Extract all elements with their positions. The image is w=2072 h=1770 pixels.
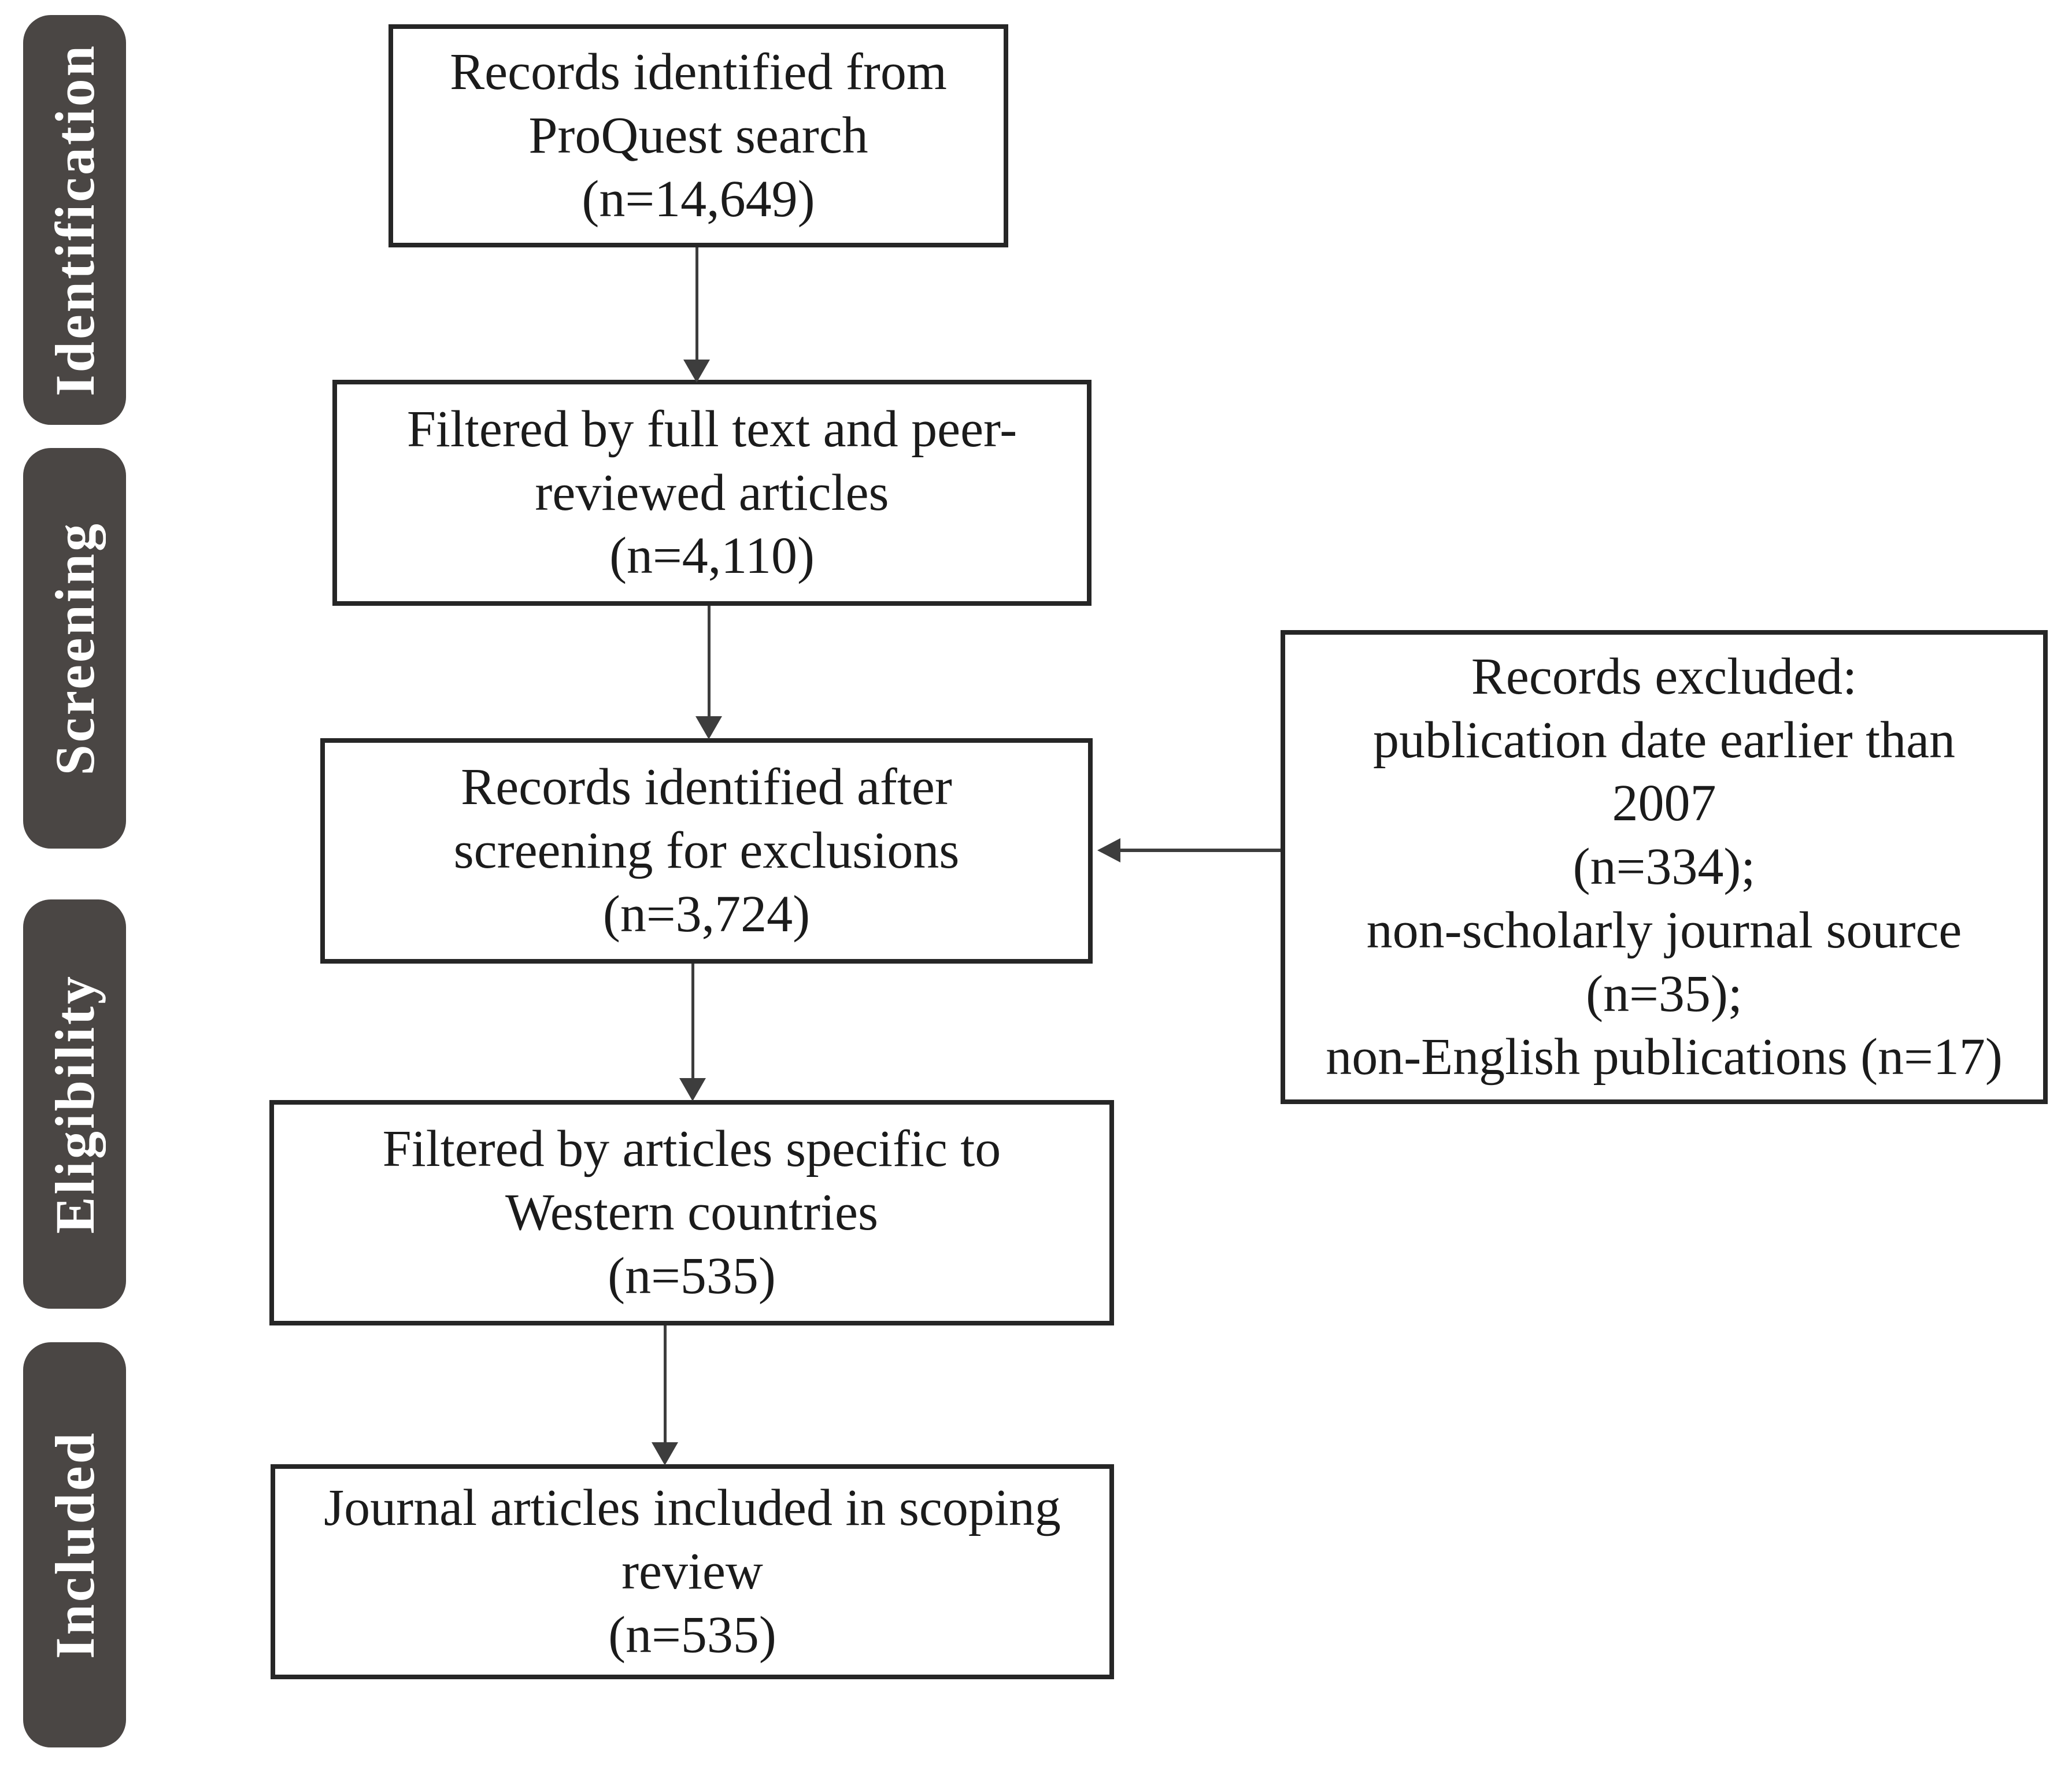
flow-box-records-identified: Records identified from ProQuest search … xyxy=(388,24,1008,247)
stage-label-text: Eligibility xyxy=(43,974,106,1234)
stage-label-text: Screening xyxy=(43,521,106,776)
arrow-stem xyxy=(664,1325,667,1443)
text-line: Records identified from xyxy=(450,43,947,101)
flow-box-western-countries: Filtered by articles specific to Western… xyxy=(269,1100,1114,1325)
record-count: (n=14,649) xyxy=(582,170,815,228)
text-line: reviewed articles xyxy=(535,464,889,521)
stage-label-text: Included xyxy=(43,1431,106,1659)
text-line: ProQuest search xyxy=(528,107,868,165)
text-line: review xyxy=(621,1543,763,1601)
arrowhead-left xyxy=(1097,838,1120,862)
arrow-stem xyxy=(708,606,711,717)
stage-label-screening: Screening xyxy=(23,448,126,849)
record-count: (n=535) xyxy=(608,1247,776,1305)
record-count: (n=35); xyxy=(1586,965,1742,1023)
text-line: 2007 xyxy=(1612,775,1716,832)
text-line: publication date earlier than xyxy=(1372,711,1956,769)
arrowhead-down xyxy=(652,1442,678,1465)
stage-label-identification: Identification xyxy=(23,15,126,425)
record-count: (n=334); xyxy=(1572,838,1756,896)
arrowhead-down xyxy=(695,716,722,739)
record-count: (n=4,110) xyxy=(609,527,815,585)
exclusion-box: Records excluded: publication date earli… xyxy=(1281,630,2048,1104)
arrow-stem xyxy=(691,964,694,1079)
text-line: Records excluded: xyxy=(1471,647,1858,705)
record-count: (n=535) xyxy=(608,1606,776,1664)
text-line: Records identified after xyxy=(461,758,952,816)
text-line: Filtered by full text and peer- xyxy=(406,400,1018,458)
text-line: non-scholarly journal source xyxy=(1366,901,1962,959)
flow-box-after-exclusion-screening: Records identified after screening for e… xyxy=(320,738,1093,964)
arrowhead-down xyxy=(679,1078,706,1101)
text-line: screening for exclusions xyxy=(453,822,960,880)
record-count: (n=3,724) xyxy=(602,885,811,943)
text-line: Journal articles included in scoping xyxy=(324,1479,1061,1537)
arrow-stem xyxy=(1118,849,1281,852)
arrow-stem xyxy=(695,247,698,362)
text-line: non-English publications (n=17) xyxy=(1326,1028,2003,1086)
flow-box-included-scoping-review: Journal articles included in scoping rev… xyxy=(271,1464,1114,1679)
arrowhead-down xyxy=(683,360,710,383)
stage-label-eligibility: Eligibility xyxy=(23,899,126,1309)
text-line: Filtered by articles specific to xyxy=(382,1120,1001,1178)
text-line: Western countries xyxy=(505,1184,879,1242)
stage-label-included: Included xyxy=(23,1342,126,1747)
flow-box-filtered-fulltext: Filtered by full text and peer- reviewed… xyxy=(332,380,1092,606)
stage-label-text: Identification xyxy=(43,43,106,397)
